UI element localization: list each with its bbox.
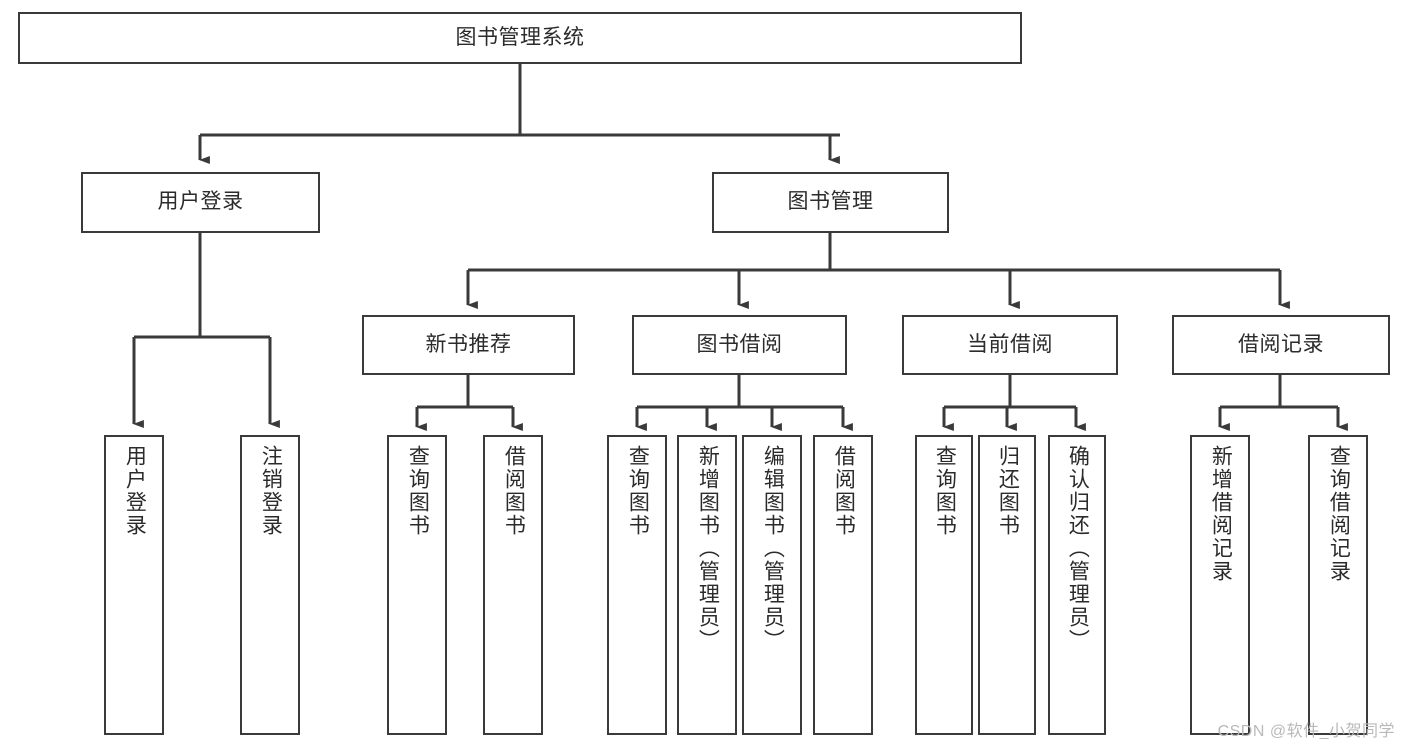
- node-label: 归还图书: [996, 445, 1020, 537]
- leaf-logout[interactable]: 注销登录: [240, 435, 300, 735]
- node-current-borrowing[interactable]: 当前借阅: [902, 315, 1118, 375]
- node-borrowing-records[interactable]: 借阅记录: [1172, 315, 1390, 375]
- node-book-borrowing[interactable]: 图书借阅: [632, 315, 847, 375]
- node-label: 查询图书: [626, 445, 650, 537]
- node-label: 图书借阅: [696, 332, 783, 356]
- node-label: 编辑图书（管理员）: [761, 445, 785, 652]
- node-label: 图书管理: [787, 190, 874, 214]
- watermark-csdn: CSDN @软件_小贺同学: [1217, 723, 1395, 740]
- leaf-borrow-book-borrowing[interactable]: 借阅图书: [813, 435, 873, 735]
- node-label: 用户登录: [123, 445, 147, 537]
- node-label: 当前借阅: [967, 332, 1053, 356]
- leaf-query-book-current[interactable]: 查询图书: [915, 435, 973, 735]
- node-label: 借阅记录: [1238, 332, 1324, 356]
- node-label: 用户登录: [157, 190, 244, 214]
- node-label: 图书管理系统: [455, 25, 585, 49]
- leaf-query-book-new-rec[interactable]: 查询图书: [387, 435, 447, 735]
- leaf-borrow-book-new-rec[interactable]: 借阅图书: [483, 435, 543, 735]
- leaf-add-book-admin[interactable]: 新增图书（管理员）: [677, 435, 737, 735]
- node-label: 查询图书: [406, 445, 430, 537]
- leaf-confirm-return-admin[interactable]: 确认归还（管理员）: [1048, 435, 1106, 735]
- leaf-user-login[interactable]: 用户登录: [104, 435, 164, 735]
- node-label: 新增图书（管理员）: [696, 445, 720, 652]
- leaf-query-book-borrowing[interactable]: 查询图书: [607, 435, 667, 735]
- leaf-add-borrow-record[interactable]: 新增借阅记录: [1190, 435, 1250, 735]
- node-label: 注销登录: [259, 445, 283, 537]
- leaf-query-borrow-record[interactable]: 查询借阅记录: [1308, 435, 1368, 735]
- leaf-edit-book-admin[interactable]: 编辑图书（管理员）: [742, 435, 802, 735]
- node-root-book-management-system[interactable]: 图书管理系统: [18, 12, 1022, 64]
- node-user-login[interactable]: 用户登录: [81, 172, 320, 233]
- node-new-book-recommendation[interactable]: 新书推荐: [362, 315, 575, 375]
- node-label: 借阅图书: [832, 445, 856, 537]
- node-label: 查询图书: [933, 445, 957, 537]
- node-label: 确认归还（管理员）: [1066, 445, 1090, 652]
- node-label: 新书推荐: [425, 332, 512, 356]
- node-label: 新增借阅记录: [1209, 445, 1233, 583]
- leaf-return-book[interactable]: 归还图书: [978, 435, 1036, 735]
- node-label: 查询借阅记录: [1327, 445, 1351, 583]
- node-book-management[interactable]: 图书管理: [712, 172, 949, 233]
- node-label: 借阅图书: [502, 445, 526, 537]
